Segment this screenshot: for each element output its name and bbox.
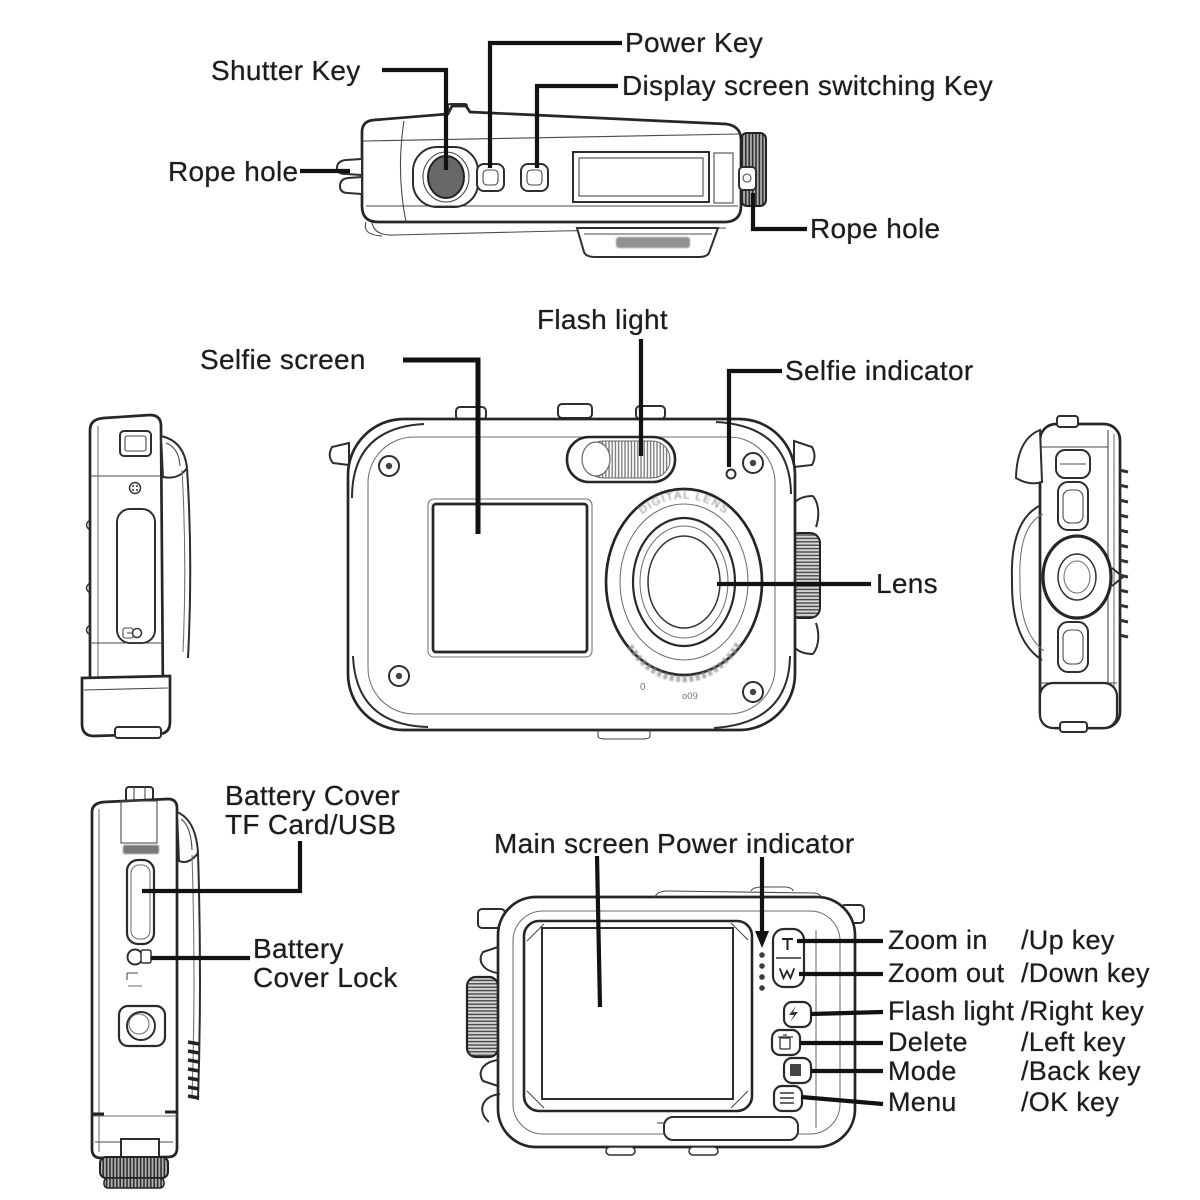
zoom-rocker-button	[771, 927, 806, 989]
lens-mark-right: o09	[682, 691, 698, 702]
side-dial	[1041, 534, 1113, 620]
flash-light	[565, 435, 677, 484]
rope-hole-left-bracket	[335, 157, 363, 196]
label-battery-cover-lock: Battery Cover Lock	[253, 934, 398, 992]
label-flash-light: Flash light	[537, 304, 668, 335]
power-indicator-arrowhead	[755, 931, 769, 948]
label-down-key: /Down key	[1021, 958, 1150, 988]
label-ok-key: /OK key	[1021, 1087, 1120, 1117]
bottom-door	[663, 1116, 799, 1141]
label-battery-cover: Battery Cover TF Card/USB	[225, 781, 400, 839]
label-right-key: /Right key	[1021, 996, 1145, 1026]
main-screen	[541, 927, 734, 1100]
label-back-key: /Back key	[1021, 1056, 1141, 1086]
tripod-mount	[117, 1004, 167, 1048]
back-view	[465, 886, 865, 1156]
label-battery-cover-line2: TF Card/USB	[225, 809, 397, 840]
power-indicator-leds	[759, 952, 765, 991]
lens-mark-left: 0	[640, 682, 646, 693]
top-view	[335, 103, 767, 258]
label-menu: Menu	[888, 1087, 957, 1117]
selfie-screen	[431, 502, 589, 654]
label-rope-hole-right: Rope hole	[810, 213, 941, 244]
battery-cover-lock	[126, 948, 152, 966]
power-button	[476, 163, 505, 192]
label-lens: Lens	[876, 568, 938, 599]
rope-hole-right-bracket	[738, 166, 757, 191]
right-side-view	[1010, 415, 1129, 733]
label-zoom-out: Zoom out	[888, 958, 1005, 988]
label-rope-hole-left: Rope hole	[168, 156, 299, 187]
display-switch-button	[520, 163, 549, 192]
delete-button	[770, 1028, 802, 1057]
top-window	[572, 151, 710, 203]
label-power-key: Power Key	[625, 27, 764, 58]
back-side-wheel	[465, 975, 500, 1059]
label-mode: Mode	[888, 1056, 957, 1086]
label-battery-lock-line2: Cover Lock	[253, 962, 398, 993]
selfie-indicator-led	[725, 468, 737, 480]
menu-button	[772, 1084, 804, 1113]
label-power-indicator: Power indicator	[657, 828, 855, 859]
leader-lines	[142, 40, 884, 1107]
label-battery-lock-line1: Battery	[253, 933, 344, 964]
label-left-key: /Left key	[1021, 1027, 1126, 1057]
label-battery-cover-line1: Battery Cover	[225, 780, 401, 811]
label-up-key: /Up key	[1021, 925, 1115, 955]
label-zoom-in: Zoom in	[888, 925, 988, 955]
battery-side-view	[90, 786, 201, 1189]
flash-button	[782, 1000, 813, 1029]
corner-screws	[378, 452, 764, 703]
label-shutter-key: Shutter Key	[211, 55, 361, 86]
bottom-foot	[99, 1156, 169, 1189]
battery-cover	[125, 858, 156, 946]
label-selfie-screen: Selfie screen	[200, 344, 366, 375]
label-display-switch-key: Display screen switching Key	[622, 70, 993, 101]
mode-button	[782, 1056, 813, 1085]
lens: DIGITAL LENS 0 o09	[604, 487, 764, 702]
label-main-screen: Main screen	[494, 828, 650, 859]
left-side-view	[80, 413, 192, 739]
front-view: DIGITAL LENS 0 o09	[328, 403, 821, 740]
label-flash-btn: Flash light	[888, 996, 1015, 1026]
label-selfie-indicator: Selfie indicator	[785, 355, 974, 386]
label-delete: Delete	[888, 1027, 968, 1057]
